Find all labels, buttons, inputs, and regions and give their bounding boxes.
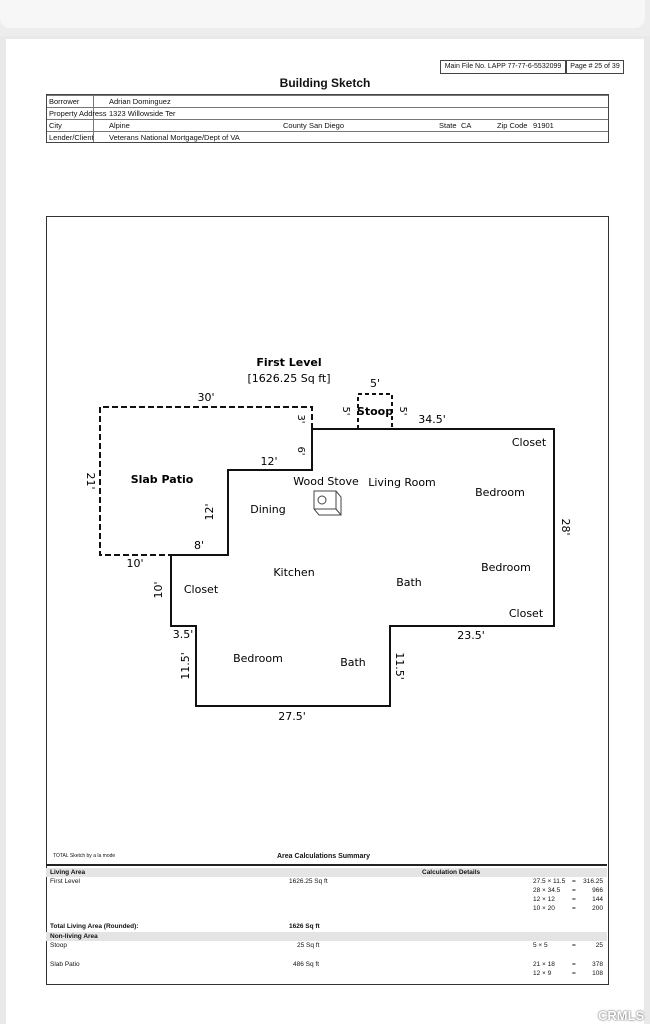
first-level-value: 1626.25 Sq ft — [289, 878, 328, 885]
address-bar[interactable] — [0, 0, 645, 28]
browser-top-bar — [0, 0, 650, 36]
calc-value: 25 — [595, 942, 603, 949]
lender-label: Lender/Client — [49, 133, 94, 142]
dim-step-12-vertical: 12' — [203, 503, 216, 520]
dim-step-23-5: 23.5' — [457, 629, 485, 642]
dim-top-34-5: 34.5' — [418, 413, 446, 426]
room-kitchen: Kitchen — [273, 566, 314, 579]
calc-eq: = — [572, 905, 576, 912]
room-bath-2: Bath — [340, 656, 366, 669]
calc-row: 12 × 12 — [533, 896, 555, 903]
county-label: County — [283, 121, 307, 130]
main-file-number: Main File No. LAPP 77-77-6-5532099 — [440, 60, 566, 74]
first-level-label: First Level — [50, 878, 80, 885]
summary-title: Area Calculations Summary — [277, 853, 370, 860]
calc-value: 378 — [592, 961, 603, 968]
total-living-value: 1626 Sq ft — [289, 923, 320, 930]
property-header-table: Borrower Adrian Dominguez Property Addre… — [46, 94, 609, 143]
room-closet-top: Closet — [512, 436, 547, 449]
county-value: San Diego — [309, 121, 345, 130]
living-area-label: Living Area — [50, 869, 86, 876]
page-number: Page # 25 of 39 — [566, 60, 624, 74]
lender-value: Veterans National Mortgage/Dept of VA — [109, 133, 240, 142]
calc-eq: = — [572, 887, 576, 894]
dim-stoop-width: 5' — [370, 377, 380, 390]
room-bedroom-1: Bedroom — [475, 486, 525, 499]
house-outline — [170, 428, 555, 707]
dim-top-patio: 30' — [197, 391, 214, 404]
state-label: State — [439, 121, 457, 130]
room-closet-left: Closet — [184, 583, 219, 596]
city-label: City — [49, 121, 62, 130]
calc-eq: = — [572, 896, 576, 903]
patio-label: Slab Patio — [50, 961, 80, 968]
dim-step-12-horizontal: 12' — [260, 455, 277, 468]
room-bedroom-3: Bedroom — [233, 652, 283, 665]
sketch-note: TOTAL Sketch by a la mode — [53, 853, 116, 859]
sketch-frame — [46, 216, 609, 985]
dim-step-10-horizontal: 10' — [126, 557, 143, 570]
borrower-label: Borrower — [49, 97, 80, 106]
dim-step-11-5-right: 11.5' — [393, 652, 406, 680]
area-calculations-table: Living Area Calculation Details First Le… — [46, 864, 607, 985]
calc-details-label: Calculation Details — [422, 869, 481, 876]
calc-value: 200 — [592, 905, 603, 912]
slab-patio-outline — [99, 406, 313, 556]
room-bath-1: Bath — [396, 576, 422, 589]
room-living-room: Living Room — [368, 476, 436, 489]
room-stoop: Stoop — [357, 405, 393, 418]
calc-value: 966 — [592, 887, 603, 894]
wood-stove-icon — [313, 490, 342, 516]
zip-label: Zip Code — [497, 121, 528, 130]
total-living-label: Total Living Area (Rounded): — [50, 923, 139, 930]
zip-value: 91901 — [533, 121, 554, 130]
room-wood-stove: Wood Stove — [293, 475, 359, 488]
document-page — [6, 39, 644, 1024]
calc-row: 5 × 5 — [533, 942, 548, 949]
dim-step-8: 8' — [194, 539, 204, 552]
calc-value: 108 — [592, 970, 603, 977]
non-living-label: Non-living Area — [50, 933, 98, 940]
dim-step-3: 3' — [295, 414, 306, 423]
calc-eq: = — [572, 961, 576, 968]
calc-row: 21 × 18 — [533, 961, 555, 968]
dim-right-28: 28' — [559, 518, 572, 535]
calc-eq: = — [572, 970, 576, 977]
dim-stoop-left: 5' — [340, 406, 351, 415]
dim-stoop-right: 5' — [397, 406, 408, 415]
dim-step-10-vertical: 10' — [152, 581, 165, 598]
level-area: [1626.25 Sq ft] — [247, 372, 330, 385]
state-value: CA — [461, 121, 472, 130]
calc-row: 12 × 9 — [533, 970, 552, 977]
calc-row: 28 × 34.5 — [533, 887, 561, 894]
room-closet-right: Closet — [509, 607, 544, 620]
dim-left-11-5: 11.5' — [179, 652, 192, 680]
calc-eq: = — [572, 942, 576, 949]
dim-bottom-27-5: 27.5' — [278, 710, 306, 723]
calc-value: 144 — [592, 896, 603, 903]
room-bedroom-2: Bedroom — [481, 561, 531, 574]
stoop-value: 25 Sq ft — [297, 942, 320, 949]
calc-row: 27.5 × 11.5 — [533, 878, 566, 885]
city-value: Alpine — [109, 121, 130, 130]
dim-step-6: 6' — [295, 446, 306, 455]
crmls-watermark: CRMLS — [598, 1008, 645, 1023]
calc-eq: = — [572, 878, 576, 885]
address-value: 1323 Willowside Ter — [109, 109, 176, 118]
calc-row: 10 × 20 — [533, 905, 555, 912]
dim-patio-21: 21' — [84, 472, 97, 489]
stoop-label: Stoop — [50, 942, 67, 949]
address-label: Property Address — [49, 109, 107, 118]
borrower-value: Adrian Dominguez — [109, 97, 171, 106]
dim-step-3-5: 3.5' — [173, 628, 194, 641]
stoop-outline — [357, 393, 393, 429]
room-dining: Dining — [250, 503, 286, 516]
room-slab-patio: Slab Patio — [131, 473, 194, 486]
patio-value: 486 Sq ft — [293, 961, 320, 968]
calc-value: 316.25 — [583, 878, 603, 885]
page-title: Building Sketch — [279, 76, 371, 90]
level-title: First Level — [256, 356, 321, 369]
